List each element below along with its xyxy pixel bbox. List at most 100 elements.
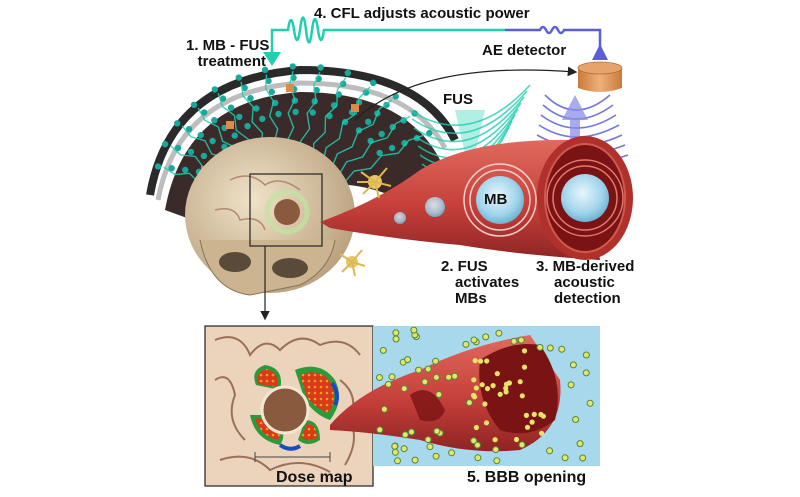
transducer-element	[197, 131, 204, 139]
drug-particle	[494, 371, 500, 377]
step5-label: 5. BBB opening	[467, 469, 587, 486]
drug-particle	[465, 399, 473, 407]
drug-particle	[546, 447, 554, 455]
transducer-element	[275, 110, 282, 118]
drug-particle	[510, 337, 518, 345]
transducer-element	[376, 149, 383, 157]
drug-particle	[471, 377, 477, 383]
transducer-element	[161, 140, 169, 148]
drug-particle	[470, 336, 478, 344]
drug-particle	[391, 442, 399, 450]
drug-particle	[411, 456, 419, 464]
drug-particle	[519, 393, 525, 399]
drug-particle	[451, 372, 459, 380]
dose-map-tumor	[260, 385, 310, 435]
drug-particle	[484, 358, 490, 364]
drug-particle	[529, 419, 535, 425]
transducer-element	[292, 108, 299, 116]
fus-beam	[455, 110, 485, 175]
microbubble-detected	[561, 174, 609, 222]
drug-particle	[531, 411, 537, 417]
drug-particle	[392, 329, 400, 337]
drug-particle	[523, 412, 530, 418]
drug-particle	[432, 373, 440, 381]
transducer-element	[247, 95, 254, 102]
drug-particle	[472, 358, 478, 364]
drug-particle	[473, 424, 479, 431]
drug-particle	[445, 373, 453, 381]
transducer-element	[340, 80, 347, 88]
orange-element	[226, 121, 234, 129]
transducer-element	[219, 95, 227, 102]
drug-particle	[432, 452, 440, 460]
transducer-element	[174, 144, 182, 152]
drug-particle	[484, 386, 491, 392]
drug-particle	[470, 437, 478, 445]
drug-particle	[424, 365, 432, 373]
fus-wave	[411, 90, 528, 135]
drug-particle	[415, 366, 423, 374]
tumor	[274, 199, 300, 225]
ae-detector-label: AE detector	[482, 42, 567, 59]
drug-particle	[517, 336, 525, 344]
feedback-line-purple	[505, 25, 602, 50]
drug-particle	[432, 357, 440, 365]
transducer-element	[362, 89, 370, 96]
transducer-element	[268, 88, 275, 96]
transducer-element	[187, 148, 195, 156]
fus-label: FUS	[443, 91, 473, 108]
step2-label-line3: MBs	[455, 290, 487, 307]
drug-particle	[410, 326, 418, 334]
microbubble-main	[476, 176, 524, 224]
drug-particle	[582, 369, 590, 377]
feedback-arrow-up-icon	[592, 44, 608, 60]
transducer-element	[261, 66, 269, 74]
transducer-element	[227, 104, 235, 111]
drug-particle	[546, 344, 554, 352]
drug-particle	[474, 441, 481, 449]
drug-particle	[539, 430, 545, 436]
drug-particle	[435, 391, 443, 398]
skull	[185, 137, 355, 296]
drug-particle	[582, 351, 590, 359]
drug-particle	[569, 361, 577, 369]
drug-particle	[388, 373, 396, 381]
drug-particle	[521, 364, 528, 370]
drug-particle	[392, 335, 400, 343]
transducer-element	[154, 163, 162, 170]
emission-arrow-icon	[562, 95, 588, 175]
drug-particle	[448, 449, 456, 457]
fus-wave	[415, 102, 522, 151]
drug-particle	[421, 378, 429, 386]
drug-particle	[495, 329, 503, 337]
drug-particle	[433, 427, 441, 435]
drug-particle	[473, 385, 479, 391]
transducer-element	[201, 109, 208, 116]
transducer-element	[182, 166, 189, 174]
drug-particle	[536, 343, 544, 351]
drug-particle	[524, 424, 531, 430]
drug-particle	[538, 411, 544, 418]
transducer-element	[209, 137, 216, 145]
drug-particle	[400, 445, 408, 453]
transducer-element	[344, 69, 351, 77]
feedback-line-teal	[270, 16, 505, 55]
step2-label-line1: 2. FUS	[441, 258, 488, 275]
drug-particle	[482, 401, 488, 407]
feedback-arrow-down-icon	[263, 52, 281, 66]
mb-label: MB	[484, 191, 508, 208]
step3-label-line2: acoustic	[554, 274, 615, 291]
transducer-element	[200, 152, 208, 160]
drug-particle	[379, 346, 387, 354]
drug-particle	[492, 446, 500, 454]
drug-particle	[426, 443, 434, 451]
drug-particle	[521, 348, 528, 354]
focus-region-box	[249, 173, 323, 247]
step1-label-line2: treatment	[197, 53, 266, 70]
transducer-element	[388, 144, 396, 152]
drug-particle	[376, 374, 383, 381]
transducer-element	[190, 101, 198, 109]
drug-particle	[376, 426, 384, 434]
step4-label: 4. CFL adjusts acoustic power	[314, 5, 530, 22]
dose-map-label: Dose map	[276, 469, 353, 486]
